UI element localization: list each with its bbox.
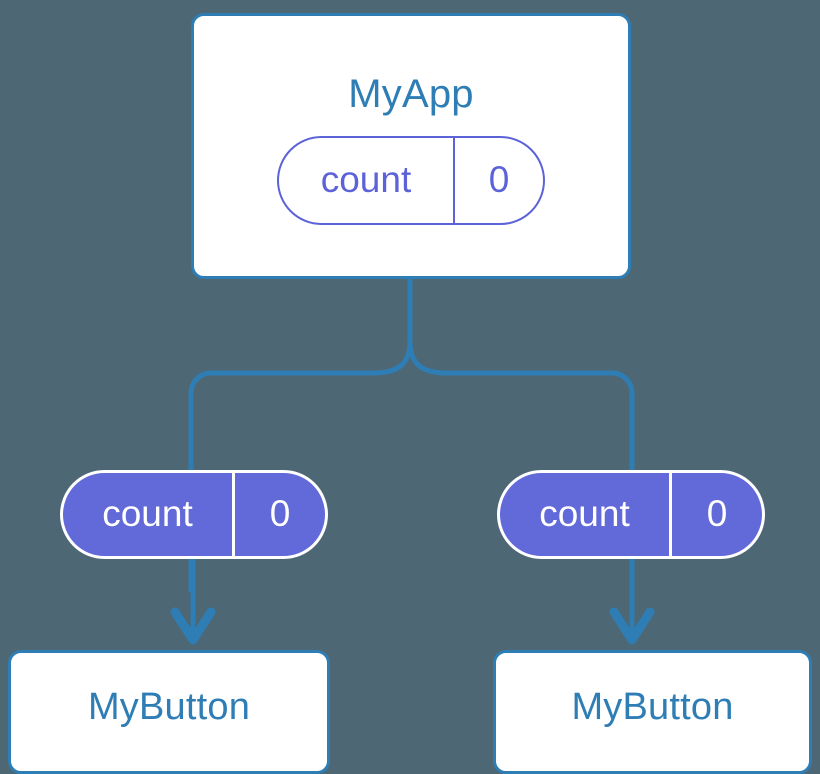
fork-right-curve [407,340,448,376]
bus-left [188,370,373,592]
state-pill-key: count [500,473,672,556]
state-pill-child-right[interactable]: count 0 [497,470,765,559]
component-box-mybutton-right[interactable]: MyButton [493,650,812,774]
component-label-mybutton: MyButton [87,686,251,728]
arrowhead-left [170,607,216,645]
arrowhead-right [609,607,655,645]
state-pill-key: count [279,138,455,223]
bus-right [447,370,635,592]
state-pill-value: 0 [269,492,291,534]
state-pill-root[interactable]: count 0 [277,136,545,225]
state-pill-child-left[interactable]: count 0 [60,470,328,559]
component-label-myapp: MyApp [348,72,474,116]
state-pill-key: count [63,473,235,556]
component-box-mybutton-left[interactable]: MyButton [8,650,330,774]
component-label-mybutton: MyButton [571,686,734,728]
fork-left-curve [372,340,413,376]
state-pill-value: 0 [488,158,510,200]
state-pill-value: 0 [706,492,728,534]
component-box-myapp[interactable]: MyApp [191,13,631,279]
